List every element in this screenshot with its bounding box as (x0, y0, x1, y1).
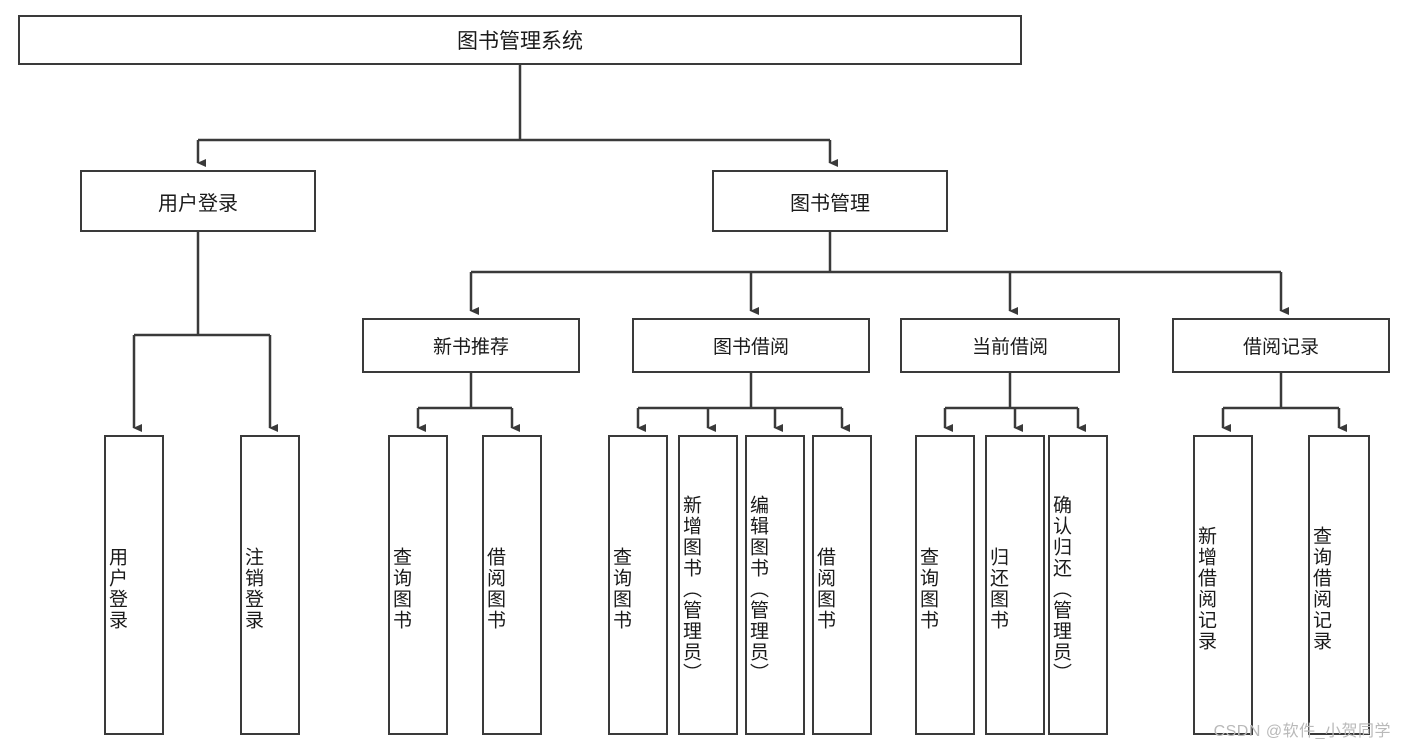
node-label: 当前借阅 (971, 337, 1048, 358)
leaf-return-book[interactable]: 归还图书 (985, 435, 1045, 735)
node-label: 借阅图书 (813, 547, 835, 631)
node-label: 查询借阅记录 (1309, 526, 1331, 652)
node-book-borrow[interactable]: 图书借阅 (632, 318, 870, 373)
node-new-book-recommend[interactable]: 新书推荐 (362, 318, 580, 373)
node-label: 查询图书 (609, 547, 631, 631)
leaf-borrow-book-rec[interactable]: 借阅图书 (482, 435, 542, 735)
node-label: 查询图书 (916, 547, 938, 631)
watermark: CSDN @软件_小贺同学 (1213, 723, 1391, 740)
leaf-query-book-borrow[interactable]: 查询图书 (608, 435, 668, 735)
node-label: 注销登录 (241, 547, 263, 631)
node-label: 新增借阅记录 (1194, 526, 1216, 652)
node-label: 确认归还（管理员） (1049, 494, 1071, 684)
leaf-edit-book-admin[interactable]: 编辑图书（管理员） (745, 435, 805, 735)
node-label: 新增图书（管理员） (679, 494, 701, 684)
node-label: 用户登录 (158, 192, 238, 215)
leaf-confirm-return-admin[interactable]: 确认归还（管理员） (1048, 435, 1108, 735)
node-label: 查询图书 (389, 547, 411, 631)
leaf-user-login[interactable]: 用户登录 (104, 435, 164, 735)
node-label: 图书借阅 (712, 337, 789, 358)
node-label: 用户登录 (105, 547, 127, 631)
node-borrow-records[interactable]: 借阅记录 (1172, 318, 1390, 373)
leaf-logout[interactable]: 注销登录 (240, 435, 300, 735)
node-label: 借阅图书 (483, 547, 505, 631)
node-label: 图书管理系统 (457, 30, 583, 53)
leaf-add-borrow-record[interactable]: 新增借阅记录 (1193, 435, 1253, 735)
leaf-query-book-rec[interactable]: 查询图书 (388, 435, 448, 735)
leaf-query-book-current[interactable]: 查询图书 (915, 435, 975, 735)
node-book-management[interactable]: 图书管理 (712, 170, 948, 232)
node-label: 图书管理 (790, 192, 870, 215)
node-label: 借阅记录 (1242, 337, 1319, 358)
leaf-add-book-admin[interactable]: 新增图书（管理员） (678, 435, 738, 735)
leaf-borrow-book[interactable]: 借阅图书 (812, 435, 872, 735)
node-label: 编辑图书（管理员） (746, 494, 768, 684)
node-label: 归还图书 (986, 547, 1008, 631)
node-root[interactable]: 图书管理系统 (18, 15, 1022, 65)
node-user-login[interactable]: 用户登录 (80, 170, 316, 232)
node-label: 新书推荐 (432, 337, 509, 358)
node-current-borrow[interactable]: 当前借阅 (900, 318, 1120, 373)
leaf-query-borrow-record[interactable]: 查询借阅记录 (1308, 435, 1370, 735)
